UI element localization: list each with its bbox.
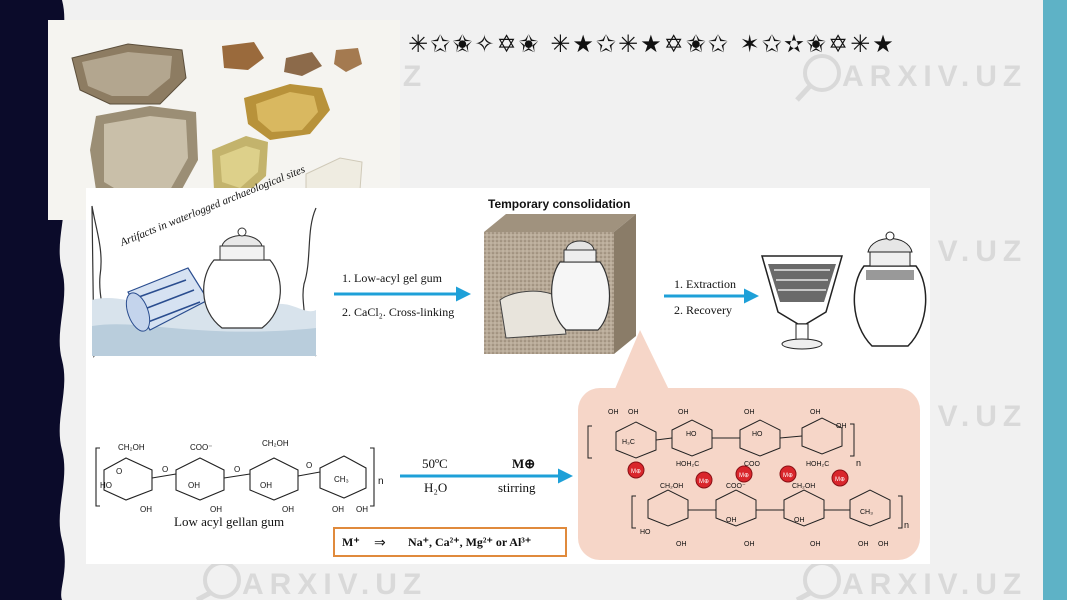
gellan-label: Low acyl gellan gum [174, 514, 284, 529]
svg-text:M⊕: M⊕ [739, 473, 749, 479]
gellan-ho-1: HO [100, 481, 112, 490]
svg-text:ARXIV.UZ: ARXIV.UZ [842, 60, 1027, 93]
gellan-o-1: O [116, 467, 122, 476]
watermark-8: ARXIV.UZ [795, 561, 1027, 600]
net-coo-2: COO⁻ [726, 483, 746, 490]
net-oh-13: OH [878, 541, 889, 548]
condition-solvent: H₂O [424, 480, 447, 495]
slide-title: ✳✩✬✧✡✬ ✳★✩✳★✡✬✩ ✶✩✫✬✡✳★ [408, 30, 896, 58]
metal-badge-2: M⊕ [695, 471, 713, 489]
extract-step-1: 1. Extraction [674, 277, 736, 291]
ion-legend-box [333, 527, 567, 557]
recovered-cup [761, 255, 843, 350]
gellan-oh-5: OH [282, 505, 294, 514]
ion-list: Na⁺, Ca²⁺, Mg²⁺ or Al³⁺ [408, 535, 531, 549]
svg-text:M⊕: M⊕ [783, 473, 793, 479]
net-oh-8: OH [726, 517, 737, 524]
gellan-coo: COO⁻ [190, 443, 212, 452]
step-top-2: 2. CaCl₂. Cross-linking [342, 305, 454, 319]
gellan-n: n [378, 476, 384, 487]
net-oh-6: OH [836, 423, 847, 430]
watermark-2: ARXIV.UZ [795, 54, 1027, 102]
gellan-oh-2: OH [188, 481, 200, 490]
gellan-o-2: O [162, 465, 168, 474]
condition-stirring: stirring [498, 480, 536, 495]
shard-small-1 [222, 42, 264, 70]
net-oh-11: OH [810, 541, 821, 548]
callout-wedge [612, 330, 672, 396]
svg-text:M⊕: M⊕ [835, 477, 845, 483]
extract-step-2: 2. Recovery [674, 303, 732, 317]
net-ho-2: HO [752, 431, 763, 438]
temporary-title: Temporary consolidation [488, 197, 630, 211]
gellan-ch3: CH₃ [334, 475, 349, 484]
svg-text:M⊕: M⊕ [631, 469, 641, 475]
condition-temp: 50ºC [422, 456, 448, 471]
net-coo: COO [744, 461, 761, 468]
step-top-1: 1. Low-acyl gel gum [342, 271, 443, 285]
ion-label: M⁺ [342, 535, 360, 549]
net-n-2: n [904, 520, 909, 530]
svg-text:ARXIV.UZ: ARXIV.UZ [842, 568, 1027, 600]
net-oh-4: OH [744, 409, 755, 416]
gellan-oh-4: OH [260, 481, 272, 490]
gellan-ch2oh-1: CH₂OH [118, 443, 145, 452]
net-oh-5: OH [810, 409, 821, 416]
blue-white-vase [125, 267, 209, 332]
metal-badge-4: M⊕ [779, 465, 797, 483]
net-ch3: CH₃ [860, 509, 873, 516]
svg-text:M⊕: M⊕ [699, 479, 709, 485]
artifact-photo [48, 20, 400, 220]
gellan-chain [95, 447, 375, 507]
net-ho-1: HO [686, 431, 697, 438]
net-h3c: H₃C [622, 439, 635, 446]
gellan-ch2oh-2: CH₂OH [262, 439, 289, 448]
net-oh-2: OH [628, 409, 639, 416]
recovered-jar [853, 231, 927, 347]
net-ch2oh-2: CH₂OH [792, 483, 815, 490]
gellan-oh-6: OH [332, 505, 344, 514]
right-decor-bar [1043, 0, 1067, 600]
gellan-o-4: O [306, 461, 312, 470]
metal-badge-5: M⊕ [831, 469, 849, 487]
net-hoh2c-1: HOH₂C [676, 461, 699, 468]
net-oh-9: OH [744, 541, 755, 548]
net-oh-7: OH [676, 541, 687, 548]
ion-arrow: ⇒ [374, 536, 386, 551]
gellan-oh-7: OH [356, 505, 368, 514]
svg-text:ARXIV.UZ: ARXIV.UZ [242, 568, 427, 600]
net-oh-10: OH [794, 517, 805, 524]
process-figure: Artifacts in waterlogged archaeological … [86, 163, 930, 564]
shard-small-2 [284, 52, 322, 76]
metal-badge-1: M⊕ [627, 461, 645, 479]
net-n-1: n [856, 458, 861, 468]
gellan-oh-3: OH [210, 505, 222, 514]
gel-block [484, 214, 636, 354]
metal-badge-3: M⊕ [735, 465, 753, 483]
shard-small-3 [334, 48, 362, 72]
gellan-o-3: O [234, 465, 240, 474]
gellan-oh-1: OH [140, 505, 152, 514]
white-jar-sketch [203, 227, 281, 329]
net-ho-3: HO [640, 529, 651, 536]
net-oh-1: OH [608, 409, 619, 416]
net-hoh2c-2: HOH₂C [806, 461, 829, 468]
condition-metal: M⊕ [512, 456, 535, 471]
watermark-7: ARXIV.UZ [195, 561, 427, 600]
net-oh-3: OH [678, 409, 689, 416]
crosslinked-network [587, 417, 903, 529]
net-ch2oh-1: CH₂OH [660, 483, 683, 490]
net-oh-12: OH [858, 541, 869, 548]
